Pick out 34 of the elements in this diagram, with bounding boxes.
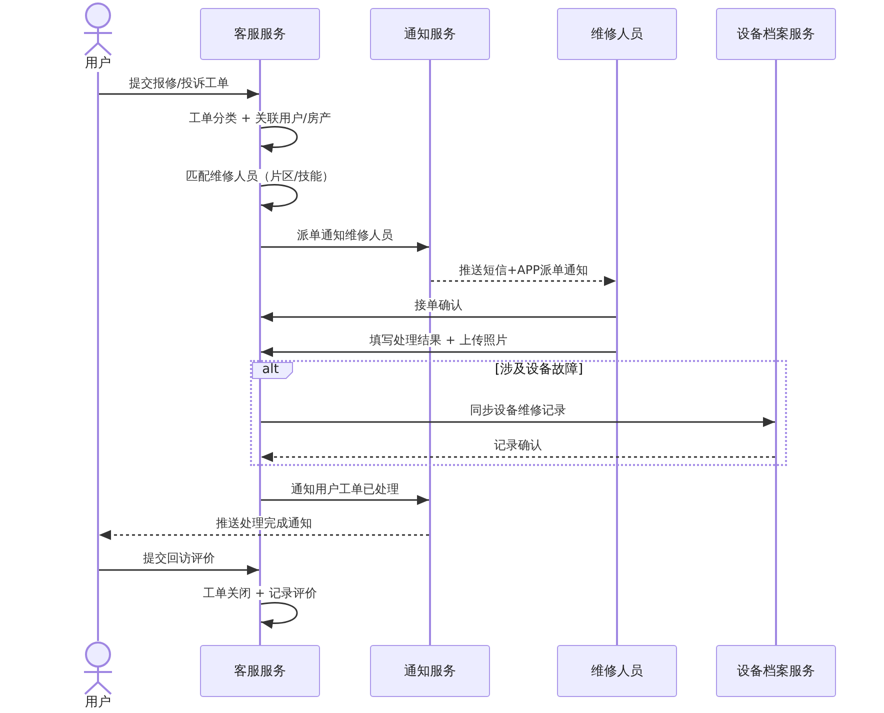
participant-box: 通知服务	[370, 8, 490, 60]
self-loop-arrow	[260, 184, 298, 212]
participant-box: 维修人员	[557, 645, 677, 697]
lifeline	[259, 60, 261, 645]
message-arrow	[99, 565, 259, 575]
message-label: 派单通知维修人员	[294, 228, 396, 242]
message-arrow	[261, 347, 616, 357]
message-arrow	[99, 89, 259, 99]
participant-box: 设备档案服务	[716, 8, 836, 60]
message-arrow	[261, 495, 429, 505]
actor-label: 用户	[85, 56, 111, 71]
dashed-arrow	[431, 276, 616, 286]
lifeline	[429, 60, 431, 645]
participant-box: 设备档案服务	[716, 645, 836, 697]
actor-label: 用户	[85, 695, 111, 710]
participant-box: 客服服务	[200, 8, 320, 60]
message-label: 接单确认	[412, 298, 466, 312]
self-loop-arrow	[260, 126, 298, 152]
fragment-tab: alt	[252, 362, 293, 379]
message-label: 记录确认	[491, 438, 545, 452]
dashed-arrow	[99, 530, 429, 540]
lifeline	[616, 60, 618, 645]
message-arrow	[261, 312, 616, 322]
message-arrow	[261, 417, 775, 427]
self-loop-arrow	[260, 602, 298, 628]
participant-box: 客服服务	[200, 645, 320, 697]
message-label: 通知用户工单已处理	[288, 482, 402, 496]
participant-box: 维修人员	[557, 8, 677, 60]
condition-label: [涉及设备故障]	[494, 362, 584, 378]
dashed-arrow	[261, 452, 775, 462]
message-arrow	[261, 242, 429, 252]
lifeline	[775, 60, 777, 645]
participant-box: 通知服务	[370, 645, 490, 697]
lifeline	[97, 72, 99, 641]
